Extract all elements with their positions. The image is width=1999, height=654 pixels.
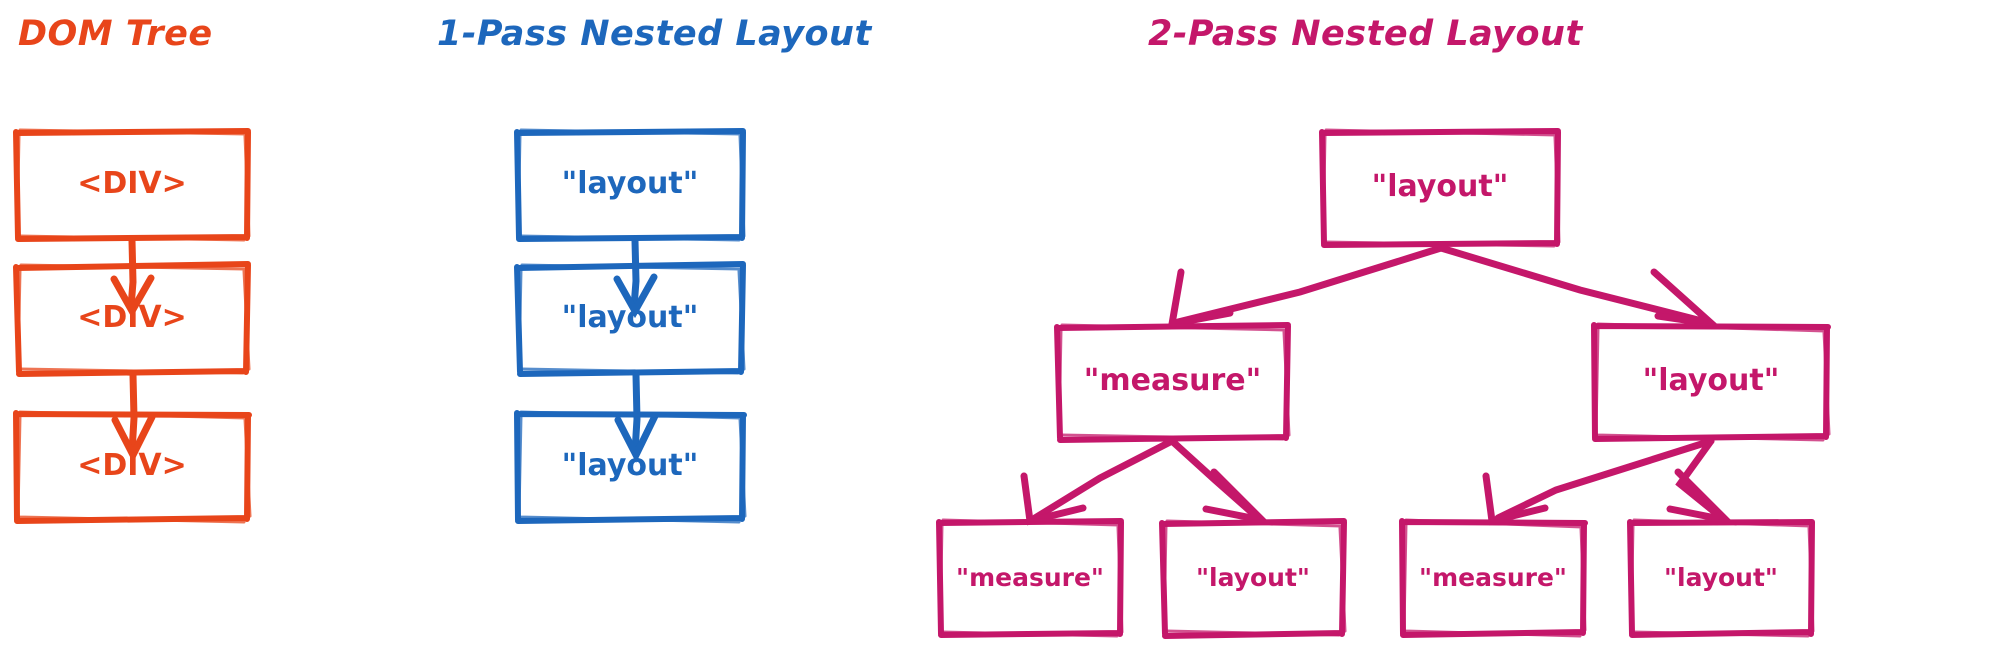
sketch-box-border xyxy=(1591,322,1831,442)
panel-title-one-pass-nested-layout: 1-Pass Nested Layout xyxy=(437,14,872,54)
twopass-leaf-1-node[interactable]: "measure" xyxy=(936,518,1124,638)
dom-node-2-label: <DIV> xyxy=(77,300,187,335)
twopass-leaf-2-label: "layout" xyxy=(1196,562,1310,592)
dom-node-2[interactable]: <DIV> xyxy=(13,261,251,377)
twopass-leaf-2-node[interactable]: "layout" xyxy=(1159,518,1347,639)
sketch-box-border xyxy=(1627,518,1815,638)
onepass-node-1[interactable]: "layout" xyxy=(514,128,746,242)
onepass-node-2-label: "layout" xyxy=(561,300,699,335)
panel-title-dom-tree: DOM Tree xyxy=(18,14,213,54)
twopass-leaf-4-node[interactable]: "layout" xyxy=(1627,518,1815,638)
onepass-node-1-label: "layout" xyxy=(561,166,699,201)
twopass-leaf-1-label: "measure" xyxy=(956,562,1104,592)
dom-node-3-label: <DIV> xyxy=(77,448,187,483)
dom-node-1-label: <DIV> xyxy=(77,166,187,201)
twopass-mid-left-node[interactable]: "measure" xyxy=(1054,322,1291,443)
sketch-box-border xyxy=(13,128,251,242)
sketch-box-border xyxy=(1159,518,1347,639)
panel-title-two-pass-nested-layout: 2-Pass Nested Layout xyxy=(1148,14,1583,54)
sketch-box-border xyxy=(13,410,252,524)
twopass-edge-root-midright xyxy=(1437,244,1724,330)
sketch-box-border xyxy=(936,518,1124,638)
sketch-box-border xyxy=(1054,322,1291,443)
twopass-leaf-3-node[interactable]: "measure" xyxy=(1399,518,1588,638)
twopass-mid-right-node[interactable]: "layout" xyxy=(1591,322,1831,442)
sketch-box-border xyxy=(514,128,746,242)
twopass-leaf-4-label: "layout" xyxy=(1664,562,1778,592)
twopass-edge-midleft-leaf1 xyxy=(1020,437,1176,526)
twopass-mid-right-label: "layout" xyxy=(1642,363,1780,398)
onepass-node-3[interactable]: "layout" xyxy=(514,410,747,524)
sketch-box-border xyxy=(514,261,746,377)
twopass-root-node[interactable]: "layout" xyxy=(1319,128,1561,248)
twopass-mid-left-label: "measure" xyxy=(1083,363,1262,398)
onepass-node-3-label: "layout" xyxy=(561,448,699,483)
twopass-leaf-3-label: "measure" xyxy=(1419,562,1567,592)
sketch-box-border xyxy=(514,410,747,524)
sketch-box-border xyxy=(1319,128,1561,248)
dom-node-3[interactable]: <DIV> xyxy=(13,410,252,524)
twopass-edge-root-midleft xyxy=(1167,244,1445,329)
sketch-box-border xyxy=(1399,518,1588,638)
twopass-root-label: "layout" xyxy=(1371,169,1509,204)
onepass-node-2[interactable]: "layout" xyxy=(514,261,746,377)
sketch-box-border xyxy=(13,261,251,377)
dom-node-1[interactable]: <DIV> xyxy=(13,128,251,242)
twopass-edge-midleft-leaf2 xyxy=(1168,437,1273,526)
